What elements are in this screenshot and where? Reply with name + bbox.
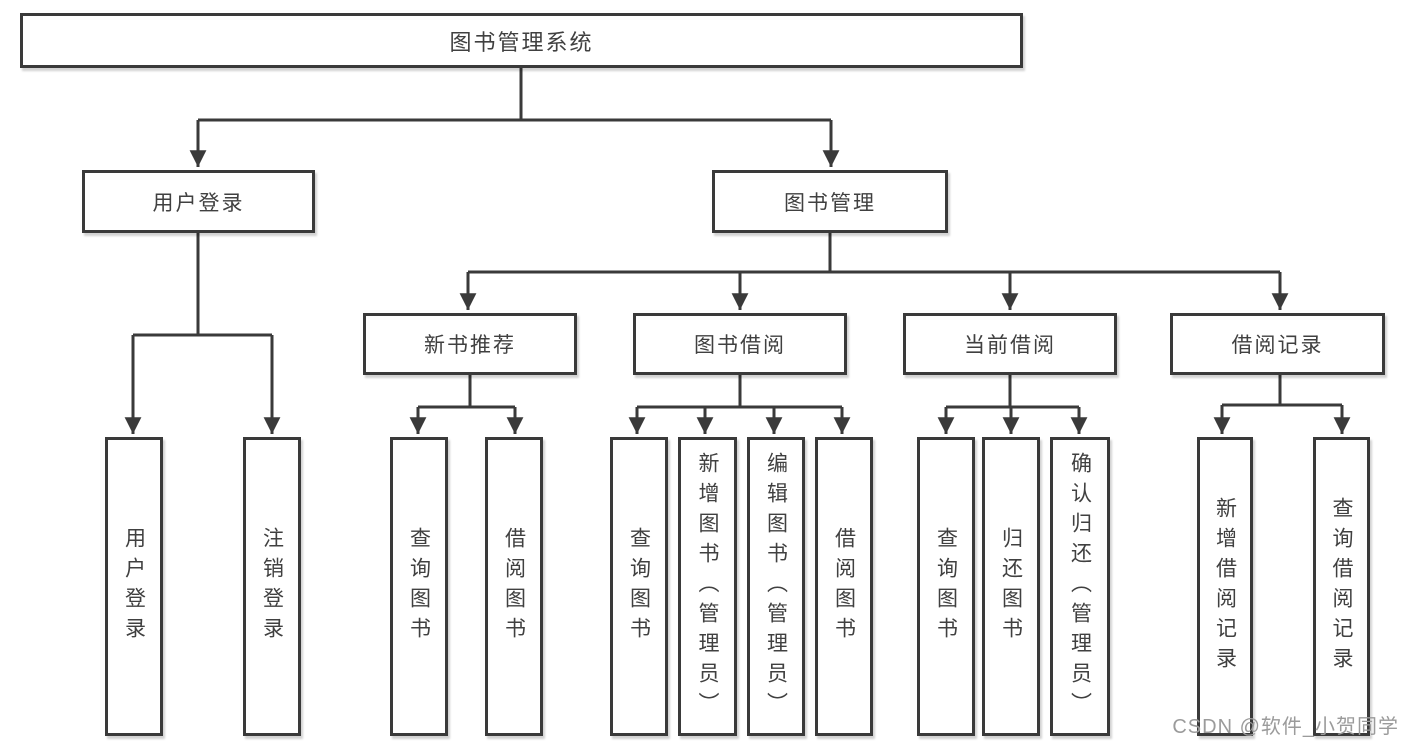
leaf-query-books-borrow: 查询图书 <box>610 437 668 736</box>
leaf-add-borrow-record: 新增借阅记录 <box>1197 437 1253 736</box>
node-current-borrowing: 当前借阅 <box>903 313 1117 375</box>
leaf-user-login: 用户登录 <box>105 437 163 736</box>
leaf-query-books-current: 查询图书 <box>917 437 975 736</box>
leaf-borrow-books: 借阅图书 <box>815 437 873 736</box>
node-book-management: 图书管理 <box>712 170 948 233</box>
node-user-login: 用户登录 <box>82 170 315 233</box>
leaf-confirm-return-admin: 确认归还（管理员） <box>1050 437 1110 736</box>
leaf-logout: 注销登录 <box>243 437 301 736</box>
csdn-watermark: CSDN @软件_小贺同学 <box>1172 716 1399 738</box>
leaf-borrow-books-rec: 借阅图书 <box>485 437 543 736</box>
leaf-add-books-admin: 新增图书（管理员） <box>678 437 737 736</box>
node-borrowing-records: 借阅记录 <box>1170 313 1385 375</box>
node-new-book-recommendation: 新书推荐 <box>363 313 577 375</box>
leaf-edit-books-admin: 编辑图书（管理员） <box>747 437 805 736</box>
node-root: 图书管理系统 <box>20 13 1023 68</box>
leaf-query-books-rec: 查询图书 <box>390 437 448 736</box>
node-book-borrowing: 图书借阅 <box>633 313 847 375</box>
leaf-query-borrow-record: 查询借阅记录 <box>1313 437 1370 736</box>
leaf-return-books: 归还图书 <box>982 437 1040 736</box>
